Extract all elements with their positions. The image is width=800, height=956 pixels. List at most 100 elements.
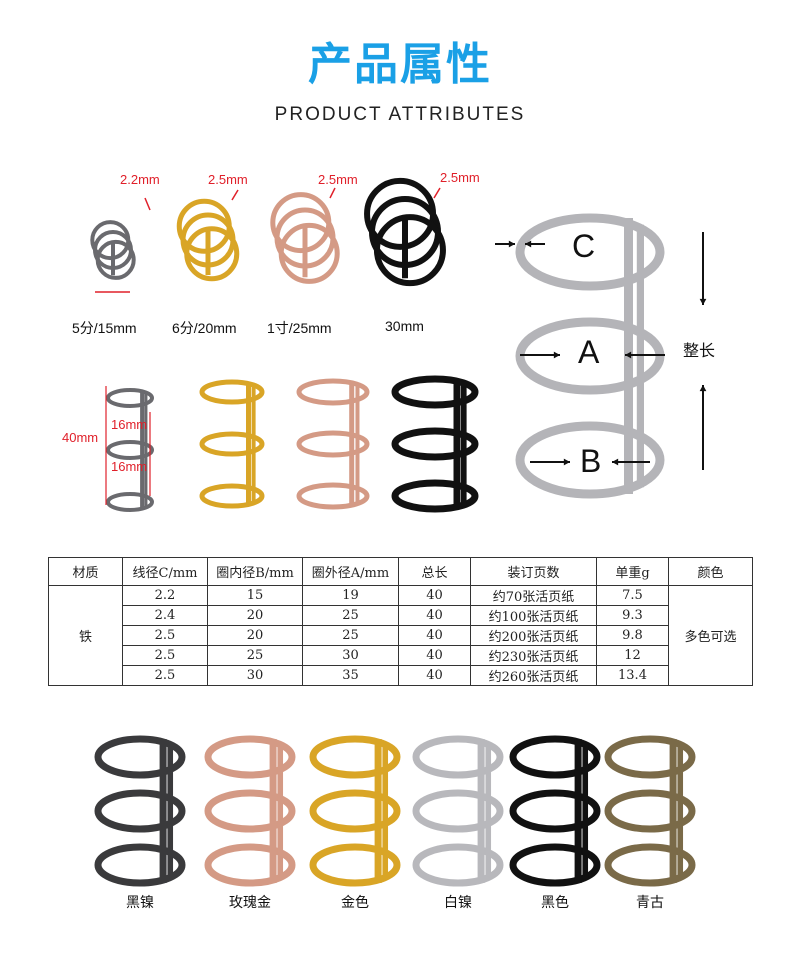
finish-label: 黑色 — [541, 895, 569, 911]
wire-label: 2.2mm — [120, 172, 160, 187]
ring-loop — [309, 843, 401, 887]
ring-sample-15mm — [90, 220, 136, 280]
ring-loop — [296, 378, 370, 406]
table-cell: 约70张活页纸 — [470, 585, 597, 606]
ring-loop — [604, 735, 696, 779]
ring-loop — [412, 789, 504, 833]
table-cell: 40 — [398, 625, 471, 646]
ring-loop — [391, 479, 479, 513]
table-cell: 2.5 — [122, 625, 208, 646]
table-cell: 40 — [398, 665, 471, 686]
ring-loop — [278, 222, 340, 284]
length-label: 40mm — [62, 430, 99, 445]
header-outer: 圈外径A/mm — [302, 557, 399, 586]
finish-label: 黑镍 — [126, 895, 154, 911]
ring-loop — [412, 735, 504, 779]
finish-label: 玫瑰金 — [229, 895, 271, 911]
dimension-arrow — [329, 187, 336, 199]
ring-loop — [199, 483, 265, 509]
ring-sample-25mm — [270, 192, 340, 284]
ring-loop — [204, 735, 296, 779]
c-arrow-right-head — [525, 240, 532, 248]
table-cell: 20 — [207, 625, 303, 646]
ring-loop — [391, 375, 479, 409]
ring-loop — [95, 239, 136, 280]
finish-ring-3 — [309, 735, 401, 887]
ring-side-30mm — [391, 375, 479, 513]
table-cell: 12 — [596, 645, 669, 666]
table-cell: 2.5 — [122, 665, 208, 686]
ring-loop — [204, 843, 296, 887]
ring-loop — [509, 735, 601, 779]
length-arrow-down-head — [699, 298, 707, 305]
table-cell: 9.8 — [596, 625, 669, 646]
ring-loop — [509, 843, 601, 887]
table-cell: 19 — [302, 585, 399, 606]
header-color: 颜色 — [668, 557, 753, 586]
ring-sample-20mm — [176, 198, 240, 282]
ring-loop — [515, 213, 665, 291]
table-cell: 20 — [207, 605, 303, 626]
spacing-label: 16mm — [111, 417, 148, 432]
ring-side-20mm — [199, 379, 265, 509]
table-header-row: 材质 线径C/mm 圈内径B/mm 圈外径A/mm 总长 装订页数 单重g 颜色 — [48, 557, 753, 586]
finish-ring-2 — [204, 735, 296, 887]
table-cell: 40 — [398, 605, 471, 626]
table-cell: 25 — [302, 625, 399, 646]
a-arrow-right-head — [625, 351, 632, 359]
ring-loop — [509, 789, 601, 833]
ring-loop — [94, 789, 186, 833]
table-cell: 30 — [302, 645, 399, 666]
ring-loop — [94, 843, 186, 887]
size-label: 5分/15mm — [72, 320, 137, 336]
b-arrow-right-head — [612, 458, 619, 466]
table-cell: 30 — [207, 665, 303, 686]
table-cell: 约230张活页纸 — [470, 645, 597, 666]
b-arrow-left-head — [563, 458, 570, 466]
ring-side-25mm — [296, 378, 370, 510]
table-cell: 15 — [207, 585, 303, 606]
table-cell: 35 — [302, 665, 399, 686]
ring-diagram — [515, 213, 665, 499]
ring-loop — [94, 735, 186, 779]
dimension-arrow — [231, 189, 239, 201]
finish-label: 白镍 — [444, 895, 472, 911]
header-weight: 单重g — [596, 557, 669, 586]
table-cell: 2.4 — [122, 605, 208, 626]
diagram-label-a: A — [578, 334, 600, 370]
header-length: 总长 — [398, 557, 471, 586]
length-arrow-up-head — [699, 385, 707, 392]
ring-loop — [604, 789, 696, 833]
page-title: 产品属性 — [308, 39, 492, 90]
table-cell: 约260张活页纸 — [470, 665, 597, 686]
ring-loop — [604, 843, 696, 887]
spacing-label: 16mm — [111, 459, 148, 474]
ring-loop — [309, 789, 401, 833]
table-cell: 约100张活页纸 — [470, 605, 597, 626]
table-cell: 40 — [398, 645, 471, 666]
size-label: 6分/20mm — [172, 320, 237, 336]
ring-loop — [204, 789, 296, 833]
header-inner: 圈内径B/mm — [207, 557, 303, 586]
diagram-label-c: C — [572, 228, 596, 264]
table-cell: 7.5 — [596, 585, 669, 606]
ring-loop — [184, 226, 240, 282]
table-cell: 2.2 — [122, 585, 208, 606]
ring-loop — [106, 388, 154, 408]
ring-loop — [296, 482, 370, 510]
ring-loop — [309, 735, 401, 779]
color-cell: 多色可选 — [668, 585, 753, 686]
finish-ring-6 — [604, 735, 696, 887]
diagram-label-length: 整长 — [683, 343, 716, 360]
ring-loop — [373, 214, 446, 287]
table-cell: 40 — [398, 585, 471, 606]
header-wire: 线径C/mm — [122, 557, 208, 586]
wire-label: 2.5mm — [208, 172, 248, 187]
finish-ring-1 — [94, 735, 186, 887]
ring-loop — [199, 431, 265, 457]
